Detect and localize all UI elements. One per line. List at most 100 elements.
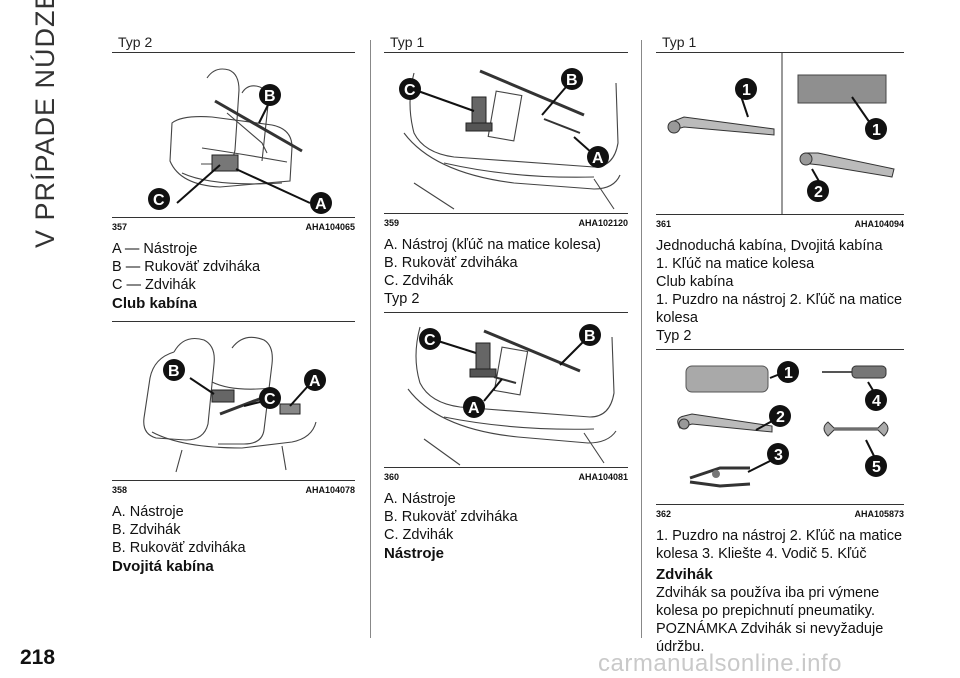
callout-c-label: C <box>153 192 165 209</box>
callout-b <box>259 84 281 106</box>
callout-4-label: 4 <box>872 393 881 410</box>
watermark: carmanualsonline.info <box>598 650 842 677</box>
callout-c <box>259 387 281 409</box>
callout-a <box>587 146 609 168</box>
list-item: 1. Kľúč na matice kolesa <box>656 256 815 272</box>
list-item: C. Zdvihák <box>384 527 454 543</box>
list-item: A — Nástroje <box>112 241 198 257</box>
section-heading: Nástroje <box>384 545 445 562</box>
callout-b <box>561 68 583 90</box>
chapter-title: V PRÍPADE NÚDZE <box>30 0 60 248</box>
list-item: A. Nástroje <box>112 504 184 520</box>
figure-358: B C A 358 AHA104078 <box>112 322 355 495</box>
rule <box>656 349 904 350</box>
column-3: Typ 1 1 1 2 361 AHA104094 Jednoduchá kab… <box>656 34 904 656</box>
figure-362: 1 2 3 4 5 362 AHA105873 <box>656 350 904 519</box>
figure-caption: 361 AHA104094 <box>656 219 904 229</box>
figure-caption: 362 AHA105873 <box>656 509 904 519</box>
figure-number: 362 <box>656 509 672 519</box>
list-item: A. Nástroje <box>384 491 456 507</box>
list-item: C — Zdvihák <box>112 277 196 293</box>
body-text: POZNÁMKA Zdvihák si nevyžaduje <box>656 621 884 637</box>
callout-c-label: C <box>404 82 416 99</box>
double-cab-rear-seat-illustration: C B A <box>407 324 617 466</box>
callout-a <box>304 369 326 391</box>
figure-number: 361 <box>656 219 672 229</box>
figure-code: AHA105873 <box>854 509 904 519</box>
callout-a-label: A <box>309 373 321 390</box>
list-item: B. Zdvihák <box>112 522 181 538</box>
figure-caption: 357 AHA104065 <box>112 222 355 232</box>
sub-header: Typ 2 <box>384 291 420 307</box>
list-item: B. Rukoväť zdviháka <box>112 540 246 556</box>
list-item: 1. Puzdro na nástroj 2. Kľúč na matice <box>656 292 903 308</box>
column-1: Typ 2 B C A 357 AHA104065 <box>112 34 355 576</box>
page-number: 218 <box>20 646 56 669</box>
list-item: B. Rukoväť zdviháka <box>384 255 518 271</box>
figure-359: C B A 359 AHA102120 <box>384 53 628 228</box>
callout-1 <box>777 361 799 383</box>
rule <box>384 312 628 313</box>
sub-header: Typ 2 <box>656 328 692 344</box>
body-text: Zdvihák sa používa iba pri výmene <box>656 585 880 601</box>
callout-a-label: A <box>468 400 480 417</box>
callout-a <box>310 192 332 214</box>
figure-caption: 358 AHA104078 <box>112 485 355 495</box>
section-heading: Dvojitá kabína <box>112 558 214 575</box>
wheel-wrench-illustration: 1 1 2 <box>667 53 895 214</box>
column-2: Typ 1 C B A 359 AHA1 <box>384 34 628 563</box>
figure-number: 359 <box>384 218 400 228</box>
callout-a-label: A <box>592 150 604 167</box>
callout-b <box>163 359 185 381</box>
column-divider <box>370 40 371 638</box>
callout-5-label: 5 <box>872 459 881 476</box>
callout-3-label: 3 <box>774 447 783 464</box>
callout-5 <box>865 455 887 477</box>
figure-code: AHA104081 <box>578 472 628 482</box>
figure-code: AHA104065 <box>305 222 355 232</box>
list-item: A. Nástroj (kľúč na matice kolesa) <box>384 237 601 253</box>
callout-c <box>399 78 421 100</box>
list-item: kolesa <box>656 310 698 326</box>
callout-3 <box>767 443 789 465</box>
figure-header: Typ 1 <box>662 34 697 50</box>
rule <box>112 321 355 322</box>
callout-c <box>419 328 441 350</box>
callout-c <box>148 188 170 210</box>
column-divider <box>641 40 642 638</box>
list-item: B — Rukoväť zdviháka <box>112 259 261 275</box>
figure-360: C B A 360 AHA104081 <box>384 313 628 482</box>
figure-361: 1 1 2 361 AHA104094 <box>656 53 904 229</box>
callout-1 <box>865 118 887 140</box>
list-item: B. Rukoväť zdviháka <box>384 509 518 525</box>
figure-code: AHA104078 <box>305 485 355 495</box>
figure-caption: 360 AHA104081 <box>384 472 628 482</box>
club-cab-seat-illustration: B C A <box>143 336 326 473</box>
rear-seat-tools-illustration: C B A <box>399 68 621 210</box>
callout-2 <box>769 405 791 427</box>
seat-tools-illustration: B C A <box>148 68 332 214</box>
rule <box>384 52 628 53</box>
callout-4 <box>865 389 887 411</box>
list-item: kolesa 3. Kliešte 4. Vodič 5. Kľúč <box>656 546 867 562</box>
callout-a-label: A <box>315 196 327 213</box>
callout-1-label: 1 <box>784 365 793 382</box>
section-heading: Club kabína <box>112 295 198 312</box>
list-item: 1. Puzdro na nástroj 2. Kľúč na matice <box>656 528 903 544</box>
toolkit-illustration: 1 2 3 4 5 <box>677 361 889 488</box>
figure-header: Typ 1 <box>390 34 425 50</box>
list-item: Club kabína <box>656 274 734 290</box>
figure-number: 358 <box>112 485 128 495</box>
callout-2-label: 2 <box>776 409 785 426</box>
rule <box>112 52 355 53</box>
callout-b-label: B <box>566 72 578 89</box>
figure-header: Typ 2 <box>118 34 153 50</box>
callout-1-label: 1 <box>742 82 751 99</box>
list-item: C. Zdvihák <box>384 273 454 289</box>
callout-b-label: B <box>264 88 276 105</box>
figure-number: 357 <box>112 222 128 232</box>
body-text: kolesa po prepichnutí pneumatiky. <box>656 603 875 619</box>
callout-b <box>579 324 601 346</box>
callout-c-label: C <box>424 332 436 349</box>
section-heading: Zdvihák <box>656 566 713 583</box>
